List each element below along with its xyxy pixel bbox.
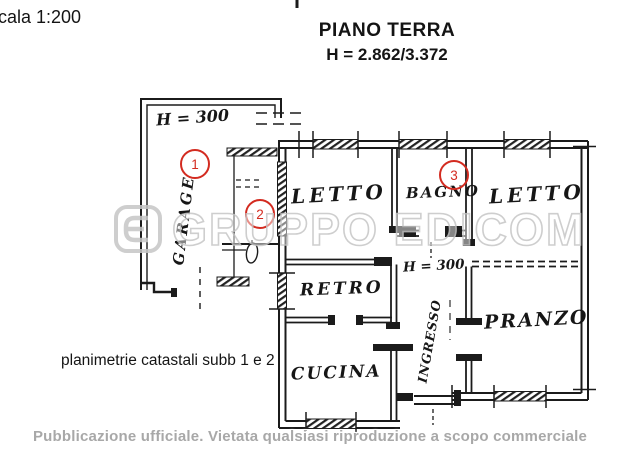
- room-label-cucina: CUCINA: [290, 361, 382, 385]
- edicom-logo-icon: [114, 205, 162, 253]
- garage-height-annotation: H = 300: [155, 105, 230, 130]
- room-label-bagno: BAGNO: [405, 181, 481, 203]
- unit-marker-1-number: 1: [191, 156, 199, 172]
- unit-marker-2: 2: [245, 199, 275, 229]
- room-label-retro: RETRO: [299, 277, 384, 301]
- watermark: GRUPPO EDICOM: [112, 203, 586, 255]
- plan-header: PIANO TERRA H = 2.862/3.372: [287, 20, 487, 65]
- height-annotation: H = 2.862/3.372: [326, 45, 448, 64]
- unit-marker-2-number: 2: [256, 206, 264, 222]
- footer-disclaimer: Pubblicazione ufficiale. Vietata qualsia…: [32, 428, 588, 445]
- page-title: PIANO TERRA: [318, 20, 456, 41]
- unit-marker-1: 1: [180, 149, 210, 179]
- unit-marker-3: 3: [439, 160, 469, 190]
- scale-label: cala 1:200: [0, 7, 82, 27]
- room-label-ingresso: INGRESSO: [414, 298, 444, 385]
- watermark-text: GRUPPO EDICOM: [171, 203, 586, 255]
- room-label-pranzo: PRANZO: [483, 306, 590, 334]
- unit-marker-3-number: 3: [450, 167, 458, 183]
- hall-height-annotation: H = 300: [402, 256, 465, 276]
- caption-text: planimetrie catastali subb 1 e 2: [61, 352, 275, 369]
